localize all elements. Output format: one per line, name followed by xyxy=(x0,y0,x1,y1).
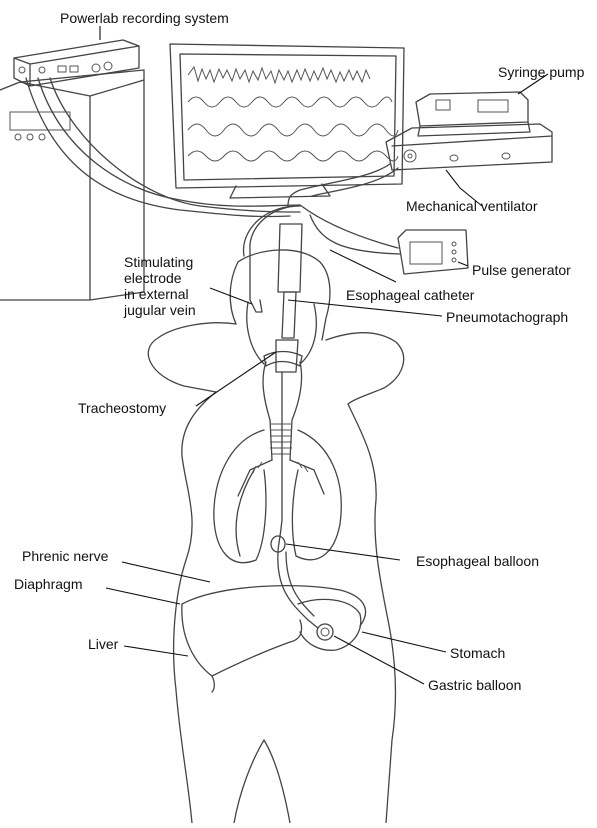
mechanical-ventilator-label: Mechanical ventilator xyxy=(406,198,538,214)
computer-tower xyxy=(0,70,144,300)
esophageal-catheter xyxy=(271,372,318,628)
esophageal-balloon-label: Esophageal balloon xyxy=(416,553,539,569)
tracheostomy-label: Tracheostomy xyxy=(78,400,166,416)
syringe-pump-label: Syringe pump xyxy=(498,64,584,80)
pneumotachograph-label: Pneumotachograph xyxy=(446,309,568,325)
monitor xyxy=(170,44,404,198)
gastric-balloon-label: Gastric balloon xyxy=(428,677,521,693)
diaphragm-liver-stomach xyxy=(182,586,366,692)
liver-label: Liver xyxy=(88,636,118,652)
stimulating-electrode-label: Stimulating electrode in external jugula… xyxy=(124,254,196,318)
leader-lines xyxy=(100,26,548,684)
mechanical-ventilator xyxy=(386,124,552,170)
pneumotachograph xyxy=(250,224,302,372)
syringe-pump xyxy=(416,92,530,136)
powerlab-unit xyxy=(14,40,139,86)
esophageal-catheter-label: Esophageal catheter xyxy=(346,287,474,303)
lungs xyxy=(214,430,341,563)
pulse-generator xyxy=(398,230,468,274)
diaphragm-label: Diaphragm xyxy=(14,576,82,592)
phrenic-nerve-label: Phrenic nerve xyxy=(22,548,108,564)
pulse-generator-label: Pulse generator xyxy=(472,262,571,278)
cables xyxy=(26,78,400,300)
powerlab-label: Powerlab recording system xyxy=(60,10,229,26)
stomach-label: Stomach xyxy=(450,645,505,661)
